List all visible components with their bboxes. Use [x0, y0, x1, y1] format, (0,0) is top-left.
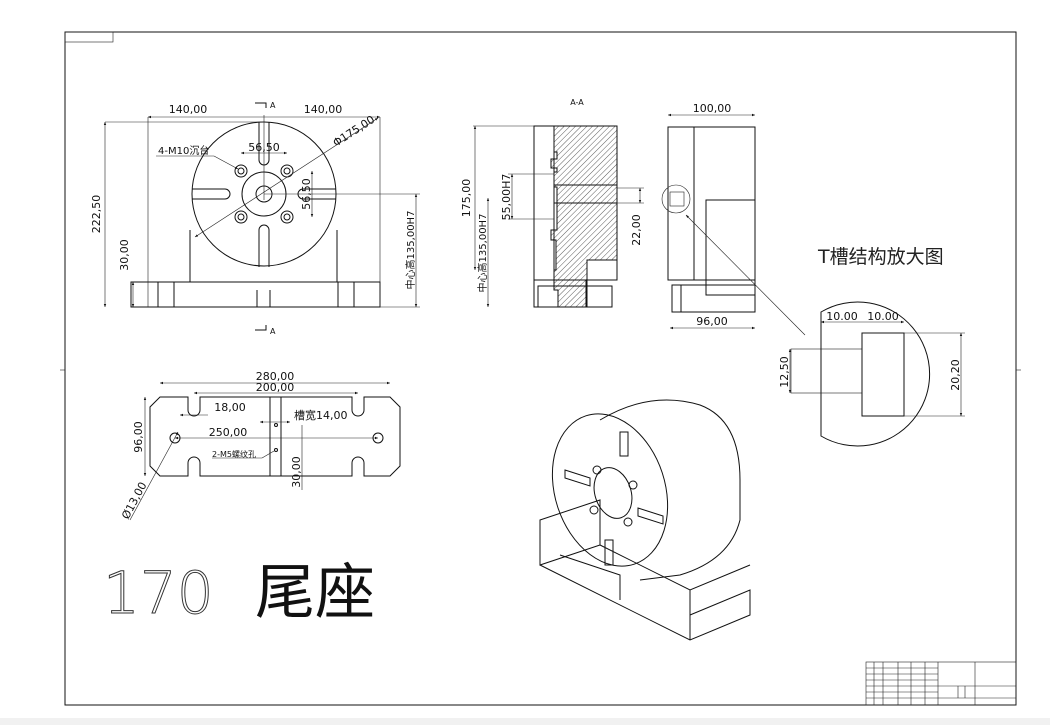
bolt-note: 4-M10沉台 — [158, 144, 209, 157]
section-marker-top: A — [270, 101, 276, 110]
dim-bolt-spacing-h: 56,50 — [248, 141, 280, 154]
dim-right-width: 140,00 — [304, 103, 343, 116]
title-block — [865, 661, 1017, 706]
section-view: A-A 175,00 55,00H7 中心高135,00H7 22,00 — [460, 98, 644, 308]
dim-center-height: 中心高135,00H7 — [404, 211, 417, 290]
dim-slot-height: 12,50 — [778, 356, 791, 388]
dim-base-height: 30,00 — [118, 239, 131, 271]
dim-hole-dia: Ø13,00 — [119, 480, 149, 522]
section-arrow-top — [255, 102, 267, 108]
dim-bore: 55,00H7 — [500, 174, 513, 221]
dim-head-height: 20,20 — [949, 359, 962, 391]
drawing-title: 170 尾座 — [103, 558, 376, 628]
side-view: 100,00 96,00 — [661, 102, 806, 336]
dim-slot-centers: 200,00 — [256, 381, 295, 394]
dim-bottom-width: 96,00 — [696, 315, 728, 328]
dim-slot-width-small: 18,00 — [214, 401, 246, 414]
isometric-view — [539, 399, 751, 641]
title-text: 尾座 — [255, 558, 375, 628]
detail-title: T槽结构放大图 — [817, 246, 944, 268]
dim-left-width: 140,00 — [169, 103, 208, 116]
dim-overall: 280,00 — [256, 370, 295, 383]
dim-top-width: 100,00 — [693, 102, 732, 115]
dim-diameter: Φ175,00 — [331, 113, 378, 150]
dim-a: 10.00 — [826, 310, 858, 323]
dim-slot-width: 槽宽14,00 — [294, 408, 348, 422]
sheet-frame — [60, 31, 1021, 706]
section-label: A-A — [570, 98, 584, 107]
dim-depth: 96,00 — [132, 421, 145, 453]
dim-hole: 22,00 — [630, 214, 643, 246]
bottom-strip — [0, 718, 1050, 725]
dim-offset: 30,00 — [290, 456, 303, 488]
dim-b: 10.00 — [867, 310, 899, 323]
base-view: 280,00 200,00 18,00 槽宽14,00 250,00 2-M5螺… — [119, 370, 401, 522]
thread-note: 2-M5螺纹孔 — [212, 449, 256, 459]
dim-center-height: 中心高135,00H7 — [476, 214, 489, 293]
section-arrow-bottom — [255, 325, 267, 331]
title-number: 170 — [103, 559, 214, 627]
dim-hole-centers: 250,00 — [209, 426, 248, 439]
section-marker-bottom: A — [270, 327, 276, 336]
front-view: 140,00 140,00 A A 56,50 56,50 Φ175,00 4-… — [90, 101, 420, 336]
dim-bolt-spacing-v: 56,50 — [300, 178, 313, 210]
dim-total-height: 222,50 — [90, 195, 103, 234]
detail-view: T槽结构放大图 10.00 10.00 12,50 20,20 — [778, 246, 965, 447]
dim-height: 175,00 — [460, 179, 473, 218]
